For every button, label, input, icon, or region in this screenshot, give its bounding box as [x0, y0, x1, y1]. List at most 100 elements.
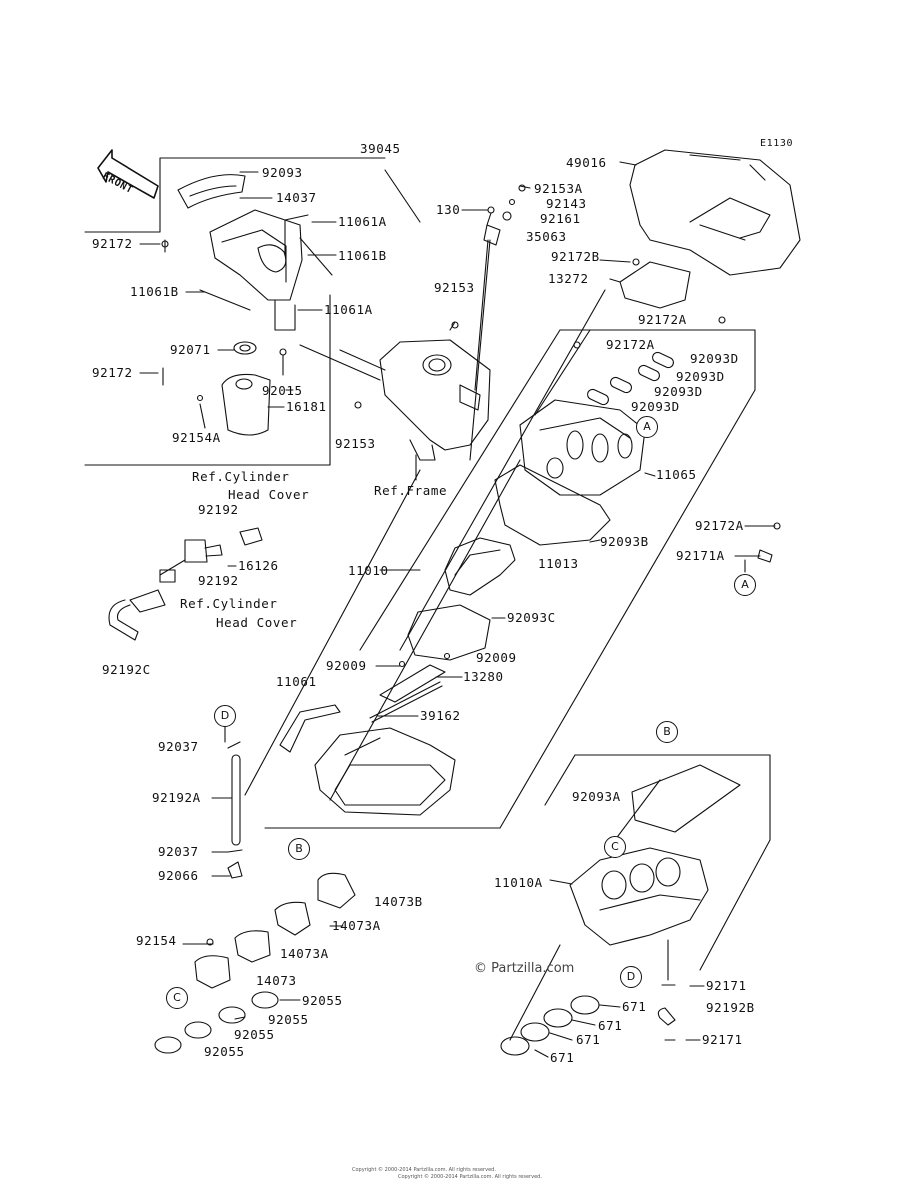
bracket-39045-shape [209, 209, 303, 301]
part-label: 671 [576, 1032, 601, 1047]
part-label: 11061A [338, 214, 387, 229]
part-label: 92071 [170, 342, 211, 357]
part-label: 92172A [695, 518, 744, 533]
part-label: 671 [622, 999, 647, 1014]
callout-c: C [166, 987, 188, 1009]
duct-14073-shape [194, 955, 231, 989]
part-label: 14073B [374, 894, 423, 909]
callout-c: C [604, 836, 626, 858]
housing-11065-shape [519, 399, 646, 496]
part-label: 11010A [494, 875, 543, 890]
part-label: 92009 [326, 658, 367, 673]
part-label: 92153 [335, 436, 376, 451]
callout-a: A [734, 574, 756, 596]
ref-label: Ref.Frame [374, 483, 448, 498]
part-label: 92093 [262, 165, 303, 180]
part-label: 92037 [158, 844, 199, 859]
ref-label: Ref.Cylinder [180, 596, 278, 611]
part-label: 92192B [706, 1000, 755, 1015]
part-label: 92055 [204, 1044, 245, 1059]
part-label: 92009 [476, 650, 517, 665]
part-label: 92172A [638, 312, 687, 327]
part-label: 92093D [631, 399, 680, 414]
part-label: 92171 [706, 978, 747, 993]
part-label: 92093D [676, 369, 725, 384]
ref-label: Ref.Cylinder [192, 469, 290, 484]
part-label: 11010 [348, 563, 389, 578]
part-label: 92037 [158, 739, 199, 754]
part-label: 14073A [332, 918, 381, 933]
callout-b: B [656, 721, 678, 743]
part-label: 92093B [600, 534, 649, 549]
ref-label: Head Cover [216, 615, 298, 630]
part-label: 39162 [420, 708, 461, 723]
part-label: 92192C [102, 662, 151, 677]
callout-d: D [620, 966, 642, 988]
part-label: 92055 [234, 1027, 275, 1042]
part-label: 92143 [546, 196, 587, 211]
part-label: 11061B [130, 284, 179, 299]
case-11010A-shape [569, 847, 709, 946]
case-11010-shape [314, 727, 456, 816]
part-label: 92093D [690, 351, 739, 366]
part-label: 13280 [463, 669, 504, 684]
part-label: 92093A [572, 789, 621, 804]
part-label: 671 [598, 1018, 623, 1033]
housing-39045-shape [379, 339, 491, 451]
part-label: 11061B [338, 248, 387, 263]
duct-14073A-1-shape [274, 901, 311, 936]
part-label: 92055 [302, 993, 343, 1008]
part-label: 49016 [566, 155, 607, 170]
gasket-92093C-shape [407, 604, 491, 661]
part-label: 11065 [656, 467, 697, 482]
part-label: 130 [436, 202, 461, 217]
part-label: 35063 [526, 229, 567, 244]
callout-a: A [636, 416, 658, 438]
part-label: 92172B [551, 249, 600, 264]
part-label: 92171A [676, 548, 725, 563]
part-label: 92172 [92, 236, 133, 251]
gasket-92093B-shape [494, 464, 611, 546]
part-label: 92154A [172, 430, 221, 445]
duct-14073B-shape [317, 872, 356, 909]
part-label: 13272 [548, 271, 589, 286]
diagram-code: E1130 [760, 138, 794, 149]
part-label: 92153A [534, 181, 583, 196]
ref-label: Head Cover [228, 487, 310, 502]
part-label: 11013 [538, 556, 579, 571]
footer-line: Copyright © 2000-2014 Partzilla.com. All… [352, 1167, 496, 1173]
pad-92093A-shape [631, 764, 741, 833]
part-label: 92172 [92, 365, 133, 380]
plate-13272-shape [619, 261, 691, 309]
filter-11013-shape [444, 537, 516, 596]
part-label: 92153 [434, 280, 475, 295]
footer-line: Copyright © 2000-2014 Partzilla.com. All… [398, 1174, 542, 1180]
part-label: 92015 [262, 383, 303, 398]
part-label: 92066 [158, 868, 199, 883]
part-label: 14073A [280, 946, 329, 961]
part-label: 92055 [268, 1012, 309, 1027]
part-label: 11061A [324, 302, 373, 317]
callout-d: D [214, 705, 236, 727]
plate-13280-shape [379, 664, 446, 703]
part-label: 92171 [702, 1032, 743, 1047]
part-label: 92192 [198, 502, 239, 517]
part-label: 92172A [606, 337, 655, 352]
watermark: © Partzilla.com [474, 961, 575, 976]
part-label: 39045 [360, 141, 401, 156]
reservoir-16181-shape [221, 373, 271, 436]
callout-b: B [288, 838, 310, 860]
part-label: 92093D [654, 384, 703, 399]
duct-14073A-2-shape [234, 930, 271, 963]
part-label: 14073 [256, 973, 297, 988]
front-arrow-icon [97, 149, 159, 199]
hose-92192A-shape [231, 754, 241, 846]
part-label: 14037 [276, 190, 317, 205]
part-label: 92154 [136, 933, 177, 948]
part-label: 11061 [276, 674, 317, 689]
part-label: 92192 [198, 573, 239, 588]
seal-11061-shape [279, 704, 341, 753]
part-label: 16181 [286, 399, 327, 414]
